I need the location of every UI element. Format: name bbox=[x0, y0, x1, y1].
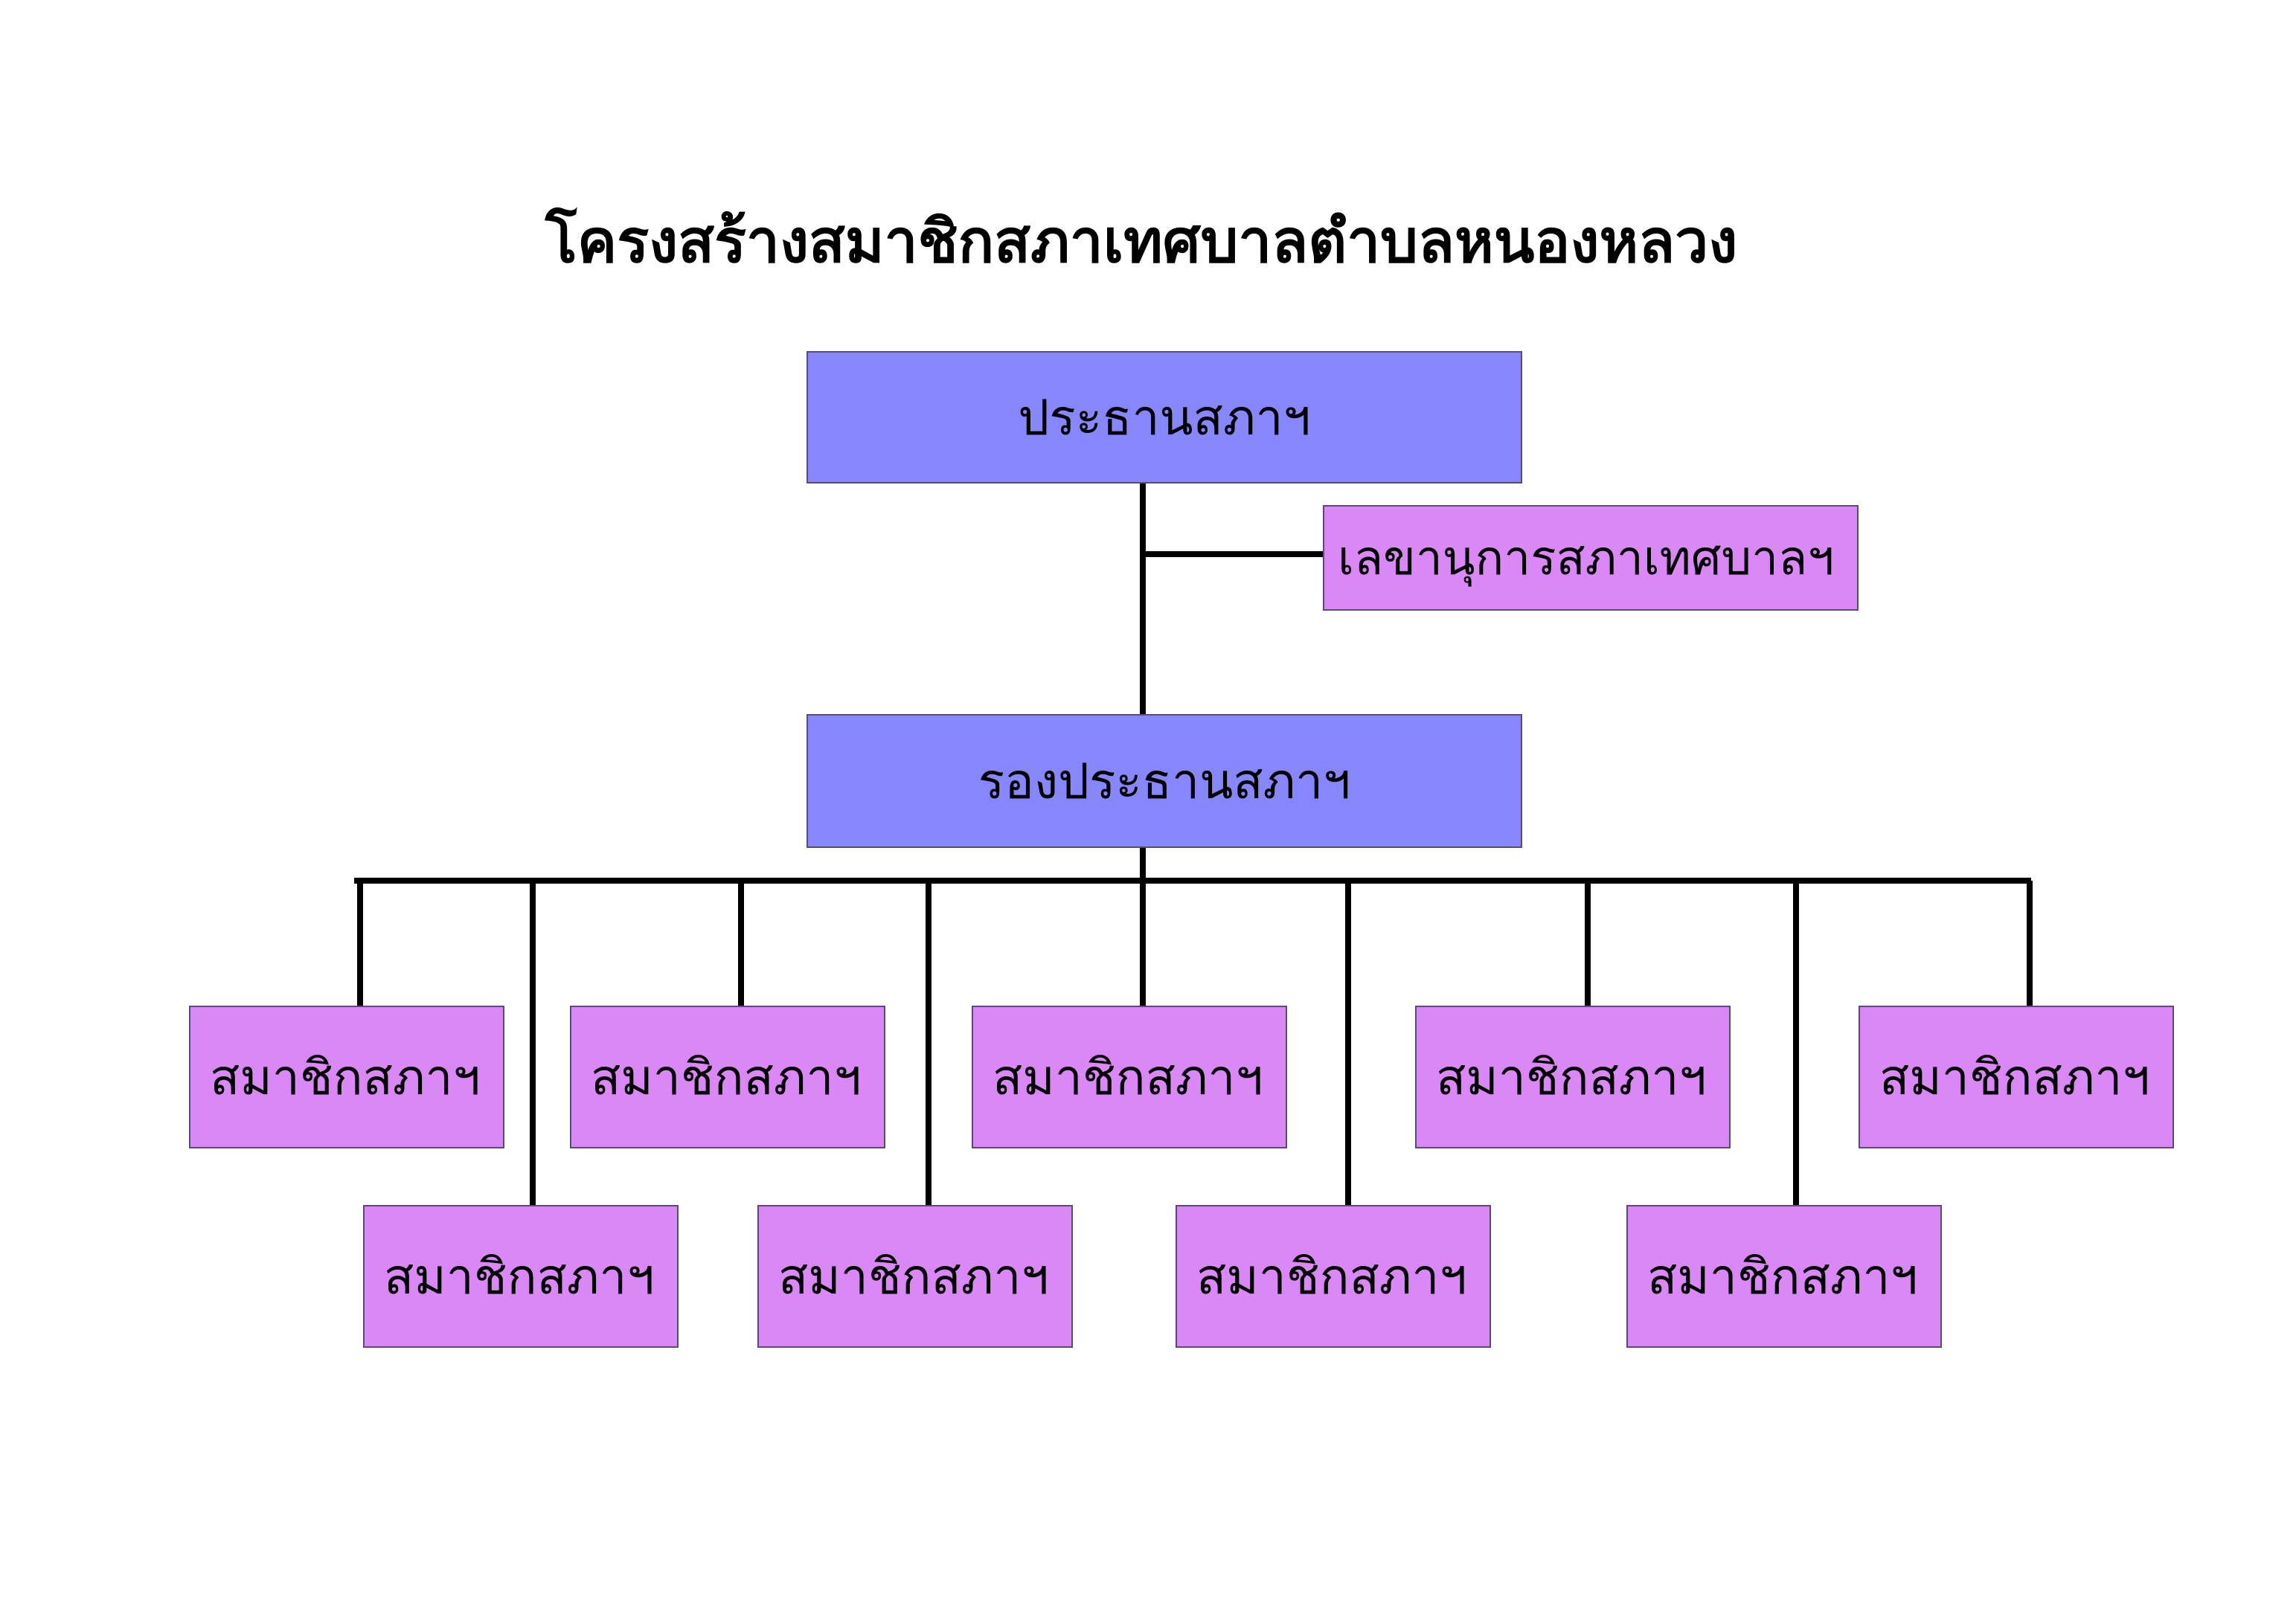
member-box: สมาชิกสภาฯ bbox=[757, 1205, 1073, 1348]
connector-member-drop bbox=[357, 881, 363, 1006]
member-box: สมาชิกสภาฯ bbox=[1415, 1006, 1731, 1148]
member-label: สมาชิกสภาฯ bbox=[1647, 1247, 1918, 1305]
connector-member-drop bbox=[1585, 881, 1591, 1006]
connector-president-to-vice bbox=[1140, 483, 1146, 716]
vice-president-box: รองประธานสภาฯ bbox=[807, 714, 1522, 848]
member-label: สมาชิกสภาฯ bbox=[993, 1048, 1263, 1106]
vice-president-label: รองประธานสภาฯ bbox=[978, 752, 1351, 810]
president-label: ประธานสภาฯ bbox=[1018, 388, 1311, 446]
connector-member-drop bbox=[738, 881, 744, 1006]
secretary-box: เลขานุการสภาเทศบาลฯ bbox=[1323, 505, 1859, 611]
member-box: สมาชิกสภาฯ bbox=[189, 1006, 504, 1148]
member-label: สมาชิกสภาฯ bbox=[1879, 1048, 2150, 1106]
secretary-label: เลขานุการสภาเทศบาลฯ bbox=[1338, 531, 1835, 586]
member-label: สมาชิกสภาฯ bbox=[778, 1247, 1049, 1305]
member-box: สมาชิกสภาฯ bbox=[1176, 1205, 1491, 1348]
member-label: สมาชิกสภาฯ bbox=[591, 1048, 862, 1106]
connector-member-drop bbox=[1140, 881, 1146, 1006]
connector-vice-to-bus bbox=[1140, 848, 1146, 881]
connector-member-drop bbox=[1345, 881, 1351, 1205]
connector-member-drop bbox=[926, 881, 931, 1205]
member-box: สมาชิกสภาฯ bbox=[972, 1006, 1287, 1148]
connector-member-drop bbox=[2027, 881, 2033, 1006]
chart-title-text: โครงสร้างสมาชิกสภาเทศบาลตำบลหนองหลวง bbox=[545, 207, 1738, 276]
president-box: ประธานสภาฯ bbox=[807, 351, 1522, 483]
member-label: สมาชิกสภาฯ bbox=[1436, 1048, 1707, 1106]
connector-member-drop bbox=[1793, 881, 1799, 1205]
member-box: สมาชิกสภาฯ bbox=[1859, 1006, 2174, 1148]
member-label: สมาชิกสภาฯ bbox=[384, 1247, 655, 1305]
member-label: สมาชิกสภาฯ bbox=[210, 1048, 481, 1106]
member-label: สมาชิกสภาฯ bbox=[1196, 1247, 1467, 1305]
member-box: สมาชิกสภาฯ bbox=[570, 1006, 885, 1148]
member-box: สมาชิกสภาฯ bbox=[363, 1205, 679, 1348]
connector-to-secretary bbox=[1140, 551, 1323, 557]
chart-title: โครงสร้างสมาชิกสภาเทศบาลตำบลหนองหลวง bbox=[0, 201, 2295, 283]
connector-members-bus bbox=[354, 878, 2031, 884]
member-box: สมาชิกสภาฯ bbox=[1626, 1205, 1942, 1348]
connector-member-drop bbox=[530, 881, 536, 1205]
